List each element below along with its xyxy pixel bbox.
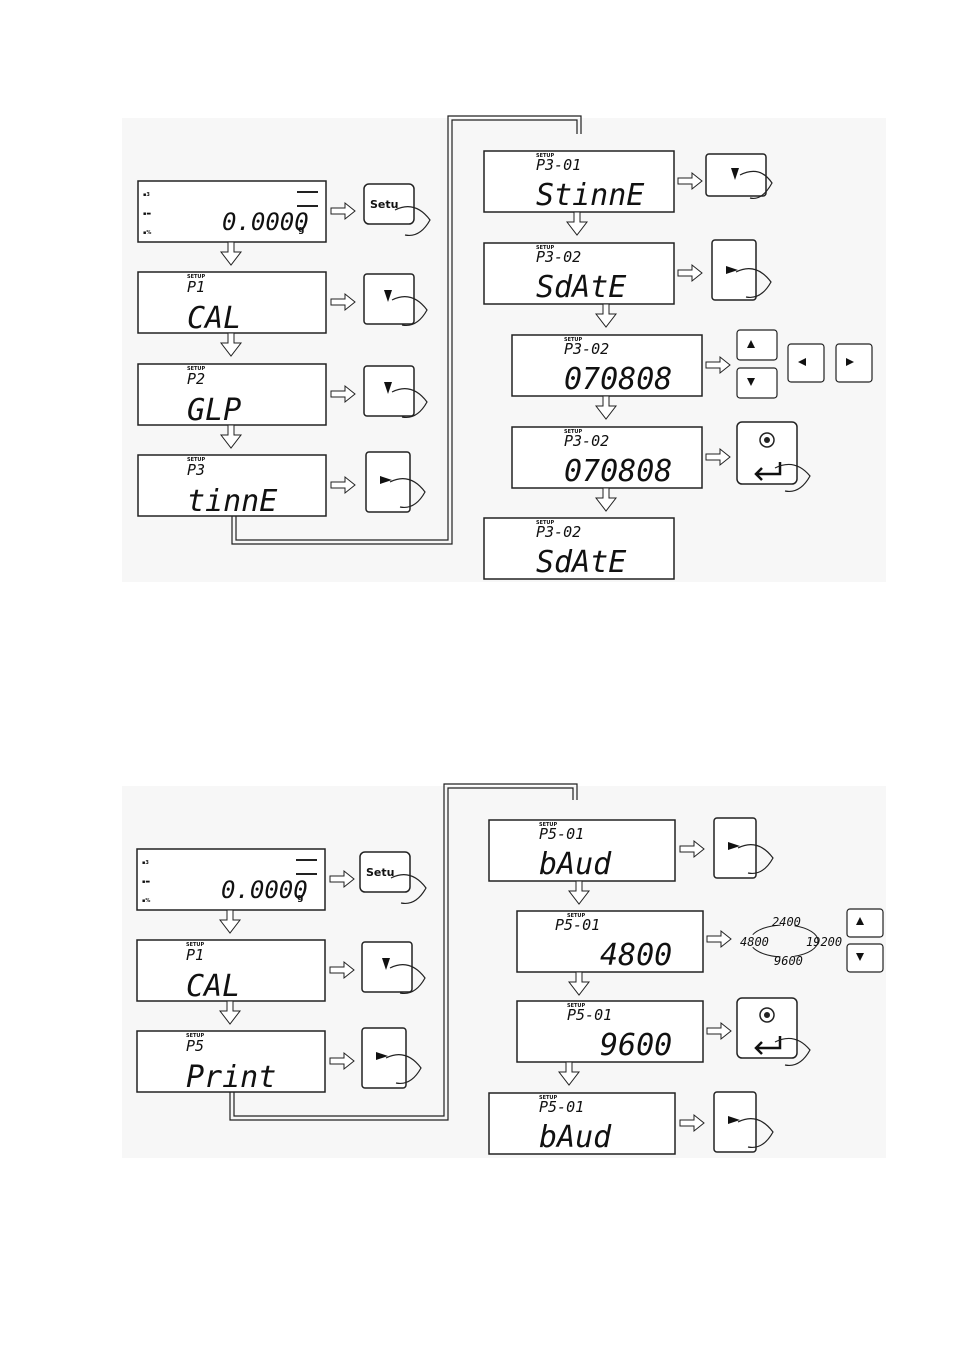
- down-key[interactable]: [847, 944, 883, 972]
- svg-text:bAud: bAud: [539, 847, 612, 882]
- svg-text:P3-02: P3-02: [536, 248, 581, 266]
- lcd-display-p3-02-date-edit: SETUP P3-02 070808: [512, 335, 702, 397]
- lcd-display-p5: SETUP P5 Print: [137, 1031, 325, 1095]
- down-key[interactable]: [737, 368, 777, 398]
- svg-text:SdAtE: SdAtE: [536, 270, 626, 305]
- lcd-display-p1: SETUP P1 CAL: [137, 940, 325, 1004]
- svg-text:070808: 070808: [564, 454, 672, 489]
- down-key[interactable]: [706, 154, 772, 198]
- svg-text:P3: P3: [187, 461, 205, 479]
- svg-text:▪3: ▪3: [142, 860, 149, 866]
- weight-unit: g: [298, 225, 304, 235]
- lcd-display-weight: ▪3 ▪▬ ▪% 0.0000 g: [138, 181, 326, 242]
- lcd-display-p3-02-date: SETUP P3-02 070808: [512, 427, 702, 489]
- left-key[interactable]: [788, 344, 824, 382]
- svg-text:9600: 9600: [600, 1028, 672, 1063]
- lcd-display-p5-01: SETUP P5-01 bAud: [489, 820, 675, 882]
- up-key[interactable]: [847, 909, 883, 937]
- svg-text:▪3: ▪3: [143, 192, 150, 198]
- weight-value: 0.0000: [221, 876, 308, 904]
- lcd-display-p5-01-4800: SETUP P5-01 4800: [517, 911, 703, 973]
- svg-text:P3-02: P3-02: [536, 523, 581, 541]
- svg-text:070808: 070808: [564, 362, 672, 397]
- svg-text:4800: 4800: [600, 938, 672, 973]
- lcd-display-p3-01: SETUP P3-01 StinnE: [484, 151, 674, 213]
- svg-text:P3-02: P3-02: [564, 432, 609, 450]
- svg-text:P1: P1: [186, 946, 204, 964]
- svg-text:tinnE: tinnE: [187, 484, 277, 519]
- svg-text:Setu: Setu: [370, 198, 398, 211]
- baud-option: 19200: [806, 935, 842, 949]
- svg-text:P5-01: P5-01: [567, 1006, 612, 1024]
- svg-text:▪%: ▪%: [143, 230, 151, 236]
- svg-text:P5-01: P5-01: [539, 825, 584, 843]
- svg-text:P1: P1: [187, 278, 205, 296]
- lcd-display-p1: SETUP P1 CAL: [138, 272, 326, 336]
- svg-text:▪▬: ▪▬: [143, 211, 151, 217]
- svg-text:Print: Print: [186, 1060, 276, 1095]
- svg-text:bAud: bAud: [539, 1120, 612, 1155]
- svg-text:P5-01: P5-01: [555, 916, 600, 934]
- up-key[interactable]: [737, 330, 777, 360]
- lcd-display-p5-01-9600: SETUP P5-01 9600: [517, 1001, 703, 1063]
- svg-text:CAL: CAL: [186, 969, 240, 1004]
- lcd-display-p5-01-final: SETUP P5-01 bAud: [489, 1093, 675, 1155]
- svg-text:SdAtE: SdAtE: [536, 545, 626, 580]
- weight-unit: g: [297, 893, 303, 903]
- svg-text:GLP: GLP: [187, 393, 241, 428]
- svg-text:P5-01: P5-01: [539, 1098, 584, 1116]
- lcd-display-p3: SETUP P3 tinnE: [138, 455, 326, 519]
- lcd-display-p3-02-final: SETUP P3-02 SdAtE: [484, 518, 674, 580]
- svg-text:P3-01: P3-01: [536, 156, 581, 174]
- baud-option: 2400: [772, 915, 801, 929]
- baud-option: 4800: [740, 935, 769, 949]
- svg-text:P5: P5: [186, 1037, 204, 1055]
- svg-text:P2: P2: [187, 370, 205, 388]
- svg-text:▪%: ▪%: [142, 898, 150, 904]
- svg-text:▪▬: ▪▬: [142, 879, 150, 885]
- right-key[interactable]: [836, 344, 872, 382]
- lcd-display-p2: SETUP P2 GLP: [138, 364, 326, 428]
- lcd-display-p3-02: SETUP P3-02 SdAtE: [484, 243, 674, 305]
- baud-option: 9600: [774, 954, 803, 968]
- weight-value: 0.0000: [222, 208, 309, 236]
- svg-text:StinnE: StinnE: [536, 178, 644, 213]
- svg-text:Setu: Setu: [366, 866, 394, 879]
- lcd-display-weight: ▪3 ▪▬ ▪% 0.0000 g: [137, 849, 325, 910]
- svg-text:CAL: CAL: [187, 301, 241, 336]
- svg-text:P3-02: P3-02: [564, 340, 609, 358]
